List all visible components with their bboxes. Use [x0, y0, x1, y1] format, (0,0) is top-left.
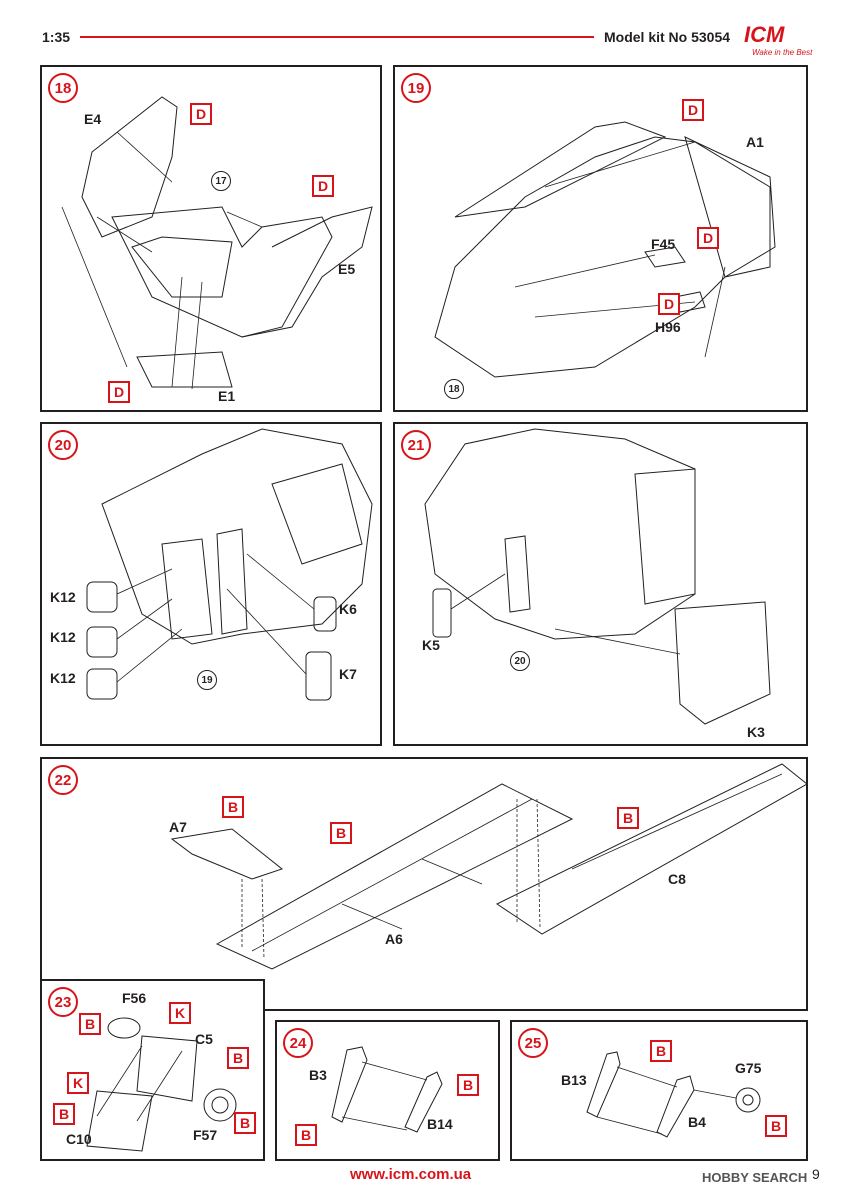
paint-code-b: B — [617, 807, 639, 829]
step-20-drawing — [86, 428, 373, 701]
part-h96-label: H96 — [655, 319, 681, 335]
part-k3-label: K3 — [747, 724, 765, 740]
step-19-number: 19 — [401, 73, 431, 103]
step-18-number: 18 — [48, 73, 78, 103]
page-number: 9 — [812, 1166, 820, 1182]
step-23-drawing — [86, 1017, 237, 1152]
part-k12-label: K12 — [50, 589, 76, 605]
step-19-panel: 19 D A1 F45 D D H96 18 — [393, 65, 808, 412]
part-a7-label: A7 — [169, 819, 187, 835]
part-b4-label: B4 — [688, 1114, 706, 1130]
paint-code-b: B — [650, 1040, 672, 1062]
brand-tagline: Wake in the Best — [752, 48, 813, 57]
part-e5-label: E5 — [338, 261, 356, 277]
paint-code-d: D — [108, 381, 130, 403]
step-23-panel: 23 F56 K B C5 B K B B F57 C10 — [40, 979, 265, 1161]
step-25-panel: 25 B G75 B13 B4 B — [510, 1020, 808, 1161]
paint-code-b: B — [457, 1074, 479, 1096]
part-k5-label: K5 — [422, 637, 440, 653]
paint-code-b: B — [53, 1103, 75, 1125]
part-k6-label: K6 — [339, 601, 357, 617]
step-23-number: 23 — [48, 987, 78, 1017]
step-20-panel: 20 K12 K12 K12 K6 K7 19 — [40, 422, 382, 746]
footer-url: www.icm.com.ua — [350, 1166, 472, 1183]
step-21-number: 21 — [401, 430, 431, 460]
step-24-number: 24 — [283, 1028, 313, 1058]
step-25-drawing — [586, 1051, 761, 1138]
paint-code-d: D — [658, 293, 680, 315]
header-rule — [80, 36, 594, 38]
part-c5-label: C5 — [195, 1031, 213, 1047]
step-19-drawing — [434, 121, 776, 378]
step-22-drawing — [170, 763, 808, 970]
part-e1-label: E1 — [218, 388, 236, 404]
step-21-panel: 21 K5 20 K3 — [393, 422, 808, 746]
step-25-number: 25 — [518, 1028, 548, 1058]
paint-code-k: K — [169, 1002, 191, 1024]
step-22-panel: 22 B A7 B B C8 A6 — [40, 757, 808, 1011]
part-b13-label: B13 — [561, 1072, 587, 1088]
paint-code-b: B — [234, 1112, 256, 1134]
step-ref-18: 18 — [444, 379, 464, 399]
step-21-drawing — [424, 428, 771, 725]
watermark: HOBBY SEARCH — [702, 1170, 808, 1185]
step-ref-17: 17 — [211, 171, 231, 191]
paint-code-b: B — [222, 796, 244, 818]
part-f56-label: F56 — [122, 990, 147, 1006]
part-k12-label: K12 — [50, 670, 76, 686]
step-24-drawing — [331, 1046, 443, 1133]
part-c8-label: C8 — [668, 871, 686, 887]
paint-code-b: B — [79, 1013, 101, 1035]
part-f45-label: F45 — [651, 236, 676, 252]
part-c10-label: C10 — [66, 1131, 92, 1147]
paint-code-b: B — [295, 1124, 317, 1146]
part-g75-label: G75 — [735, 1060, 762, 1076]
part-f57-label: F57 — [193, 1127, 218, 1143]
paint-code-b: B — [330, 822, 352, 844]
brand-logo: ICM — [744, 22, 785, 47]
paint-code-d: D — [190, 103, 212, 125]
part-a6-label: A6 — [385, 931, 403, 947]
kit-number: Model kit No 53054 — [604, 29, 731, 45]
step-20-number: 20 — [48, 430, 78, 460]
step-18-drawing — [61, 96, 373, 390]
part-e4-label: E4 — [84, 111, 102, 127]
part-k12-label: K12 — [50, 629, 76, 645]
paint-code-b: B — [227, 1047, 249, 1069]
step-ref-19: 19 — [197, 670, 217, 690]
paint-code-d: D — [312, 175, 334, 197]
part-b14-label: B14 — [427, 1116, 453, 1132]
paint-code-d: D — [682, 99, 704, 121]
paint-code-b: B — [765, 1115, 787, 1137]
step-24-panel: 24 B3 B B14 B — [275, 1020, 500, 1161]
paint-code-d: D — [697, 227, 719, 249]
step-18-panel: 18 E4 D 17 D E5 D E1 — [40, 65, 382, 412]
part-k7-label: K7 — [339, 666, 357, 682]
part-b3-label: B3 — [309, 1067, 327, 1083]
part-a1-label: A1 — [746, 134, 764, 150]
step-22-number: 22 — [48, 765, 78, 795]
scale-label: 1:35 — [42, 29, 71, 45]
paint-code-k: K — [67, 1072, 89, 1094]
step-ref-20: 20 — [510, 651, 530, 671]
